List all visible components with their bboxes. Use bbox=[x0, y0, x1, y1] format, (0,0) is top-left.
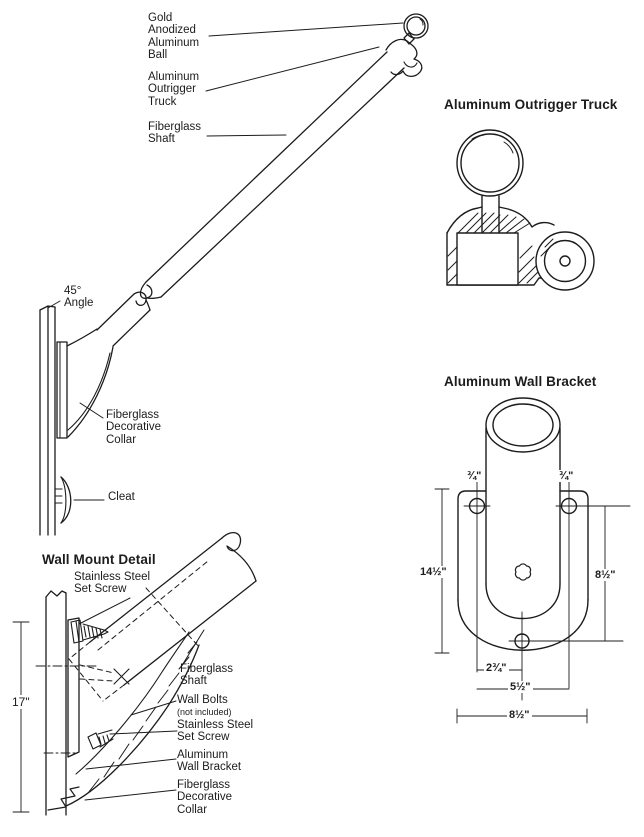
bracket-detail-drawing bbox=[457, 397, 589, 651]
wall-mount-detail-drawing bbox=[12, 531, 257, 816]
dim-bottom-hole-offset: 2¾" bbox=[484, 662, 509, 674]
dim-overall-height: 14½" bbox=[418, 566, 449, 578]
dim-hole-left: ¾" bbox=[465, 470, 484, 482]
set-screw-bottom-label: Stainless Steel Set Screw bbox=[177, 719, 254, 744]
detail-bracket-label: Aluminum Wall Bracket bbox=[177, 749, 242, 774]
dim-overall-width: 8½" bbox=[507, 709, 532, 721]
truck-detail-drawing bbox=[446, 129, 595, 291]
dim-hole-right: ¾" bbox=[557, 470, 576, 482]
shaft-label: Fiberglass Shaft bbox=[148, 121, 202, 146]
collar-label: Fiberglass Decorative Collar bbox=[106, 409, 161, 446]
truck-detail-title: Aluminum Outrigger Truck bbox=[444, 97, 618, 112]
dim-wall-height: 17" bbox=[10, 695, 32, 709]
bracket-detail-title: Aluminum Wall Bracket bbox=[444, 374, 597, 389]
cleat-label: Cleat bbox=[108, 491, 135, 503]
detail-shaft-label: Fiberglass Shaft bbox=[180, 663, 234, 688]
main-leader-lines bbox=[47, 22, 404, 501]
main-assembly-drawing bbox=[39, 13, 429, 536]
truck-label: Aluminum Outrigger Truck bbox=[148, 71, 200, 108]
dim-hole-spacing: 5½" bbox=[508, 681, 533, 693]
dim-hole-height: 8½" bbox=[593, 569, 618, 581]
wall-mount-title: Wall Mount Detail bbox=[42, 552, 156, 567]
wall-bolts-label: Wall Bolts bbox=[177, 694, 228, 706]
angle-label: 45° Angle bbox=[64, 285, 94, 310]
set-screw-top-label: Stainless Steel Set Screw bbox=[74, 571, 151, 596]
wall-bolts-note: (not included) bbox=[177, 707, 232, 717]
detail-collar-label: Fiberglass Decorative Collar bbox=[177, 779, 232, 816]
ball-label: Gold Anodized Aluminum Ball bbox=[148, 12, 200, 61]
